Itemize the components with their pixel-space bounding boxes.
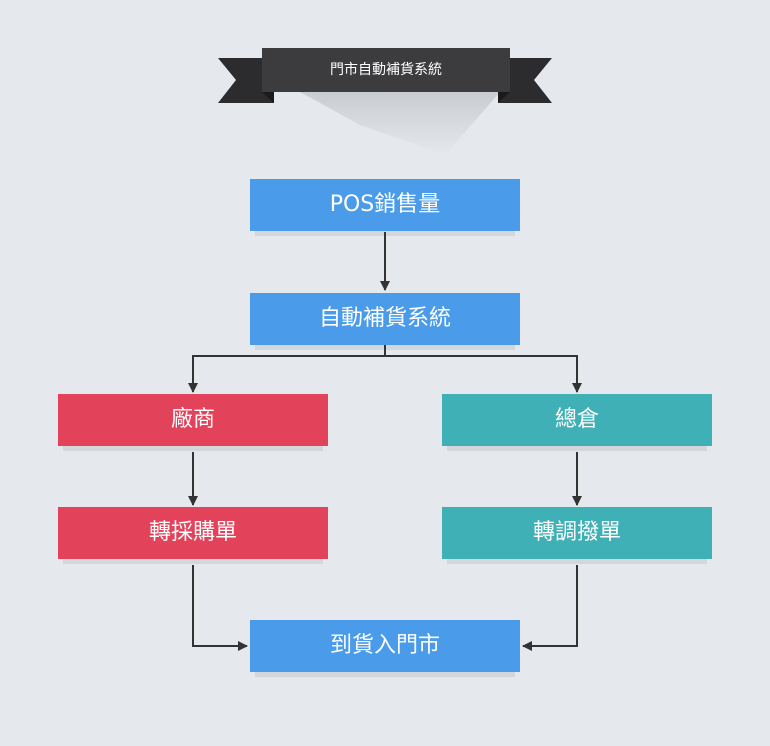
- node-transfer-order: 轉調撥單: [442, 507, 712, 564]
- ribbon-fold-left: [262, 92, 274, 103]
- ribbon-tail-left: [218, 58, 274, 103]
- arrow-system-to-warehouse: [385, 355, 582, 393]
- ribbon-fold-right: [498, 92, 510, 103]
- arrow-purchase-to-arrival: [192, 565, 248, 651]
- ribbon-shadow: [300, 92, 500, 155]
- node-auto-replenish-system: 自動補貨系統: [250, 293, 520, 350]
- arrow-system-to-vendor: [188, 345, 386, 393]
- node-vendor: 廠商: [58, 394, 328, 451]
- node-purchase-order: 轉採購單: [58, 507, 328, 564]
- ribbon-tail-right: [498, 58, 552, 103]
- node-pos-sales: POS銷售量: [250, 179, 520, 236]
- node-arrival-store: 到貨入門市: [250, 620, 520, 677]
- node-warehouse: 總倉: [442, 394, 712, 451]
- ribbon-band: [262, 48, 510, 92]
- ribbon-graphic: [218, 48, 552, 155]
- ribbon-title: 門市自動補貨系統: [330, 62, 442, 78]
- arrow-transfer-to-arrival: [522, 565, 578, 651]
